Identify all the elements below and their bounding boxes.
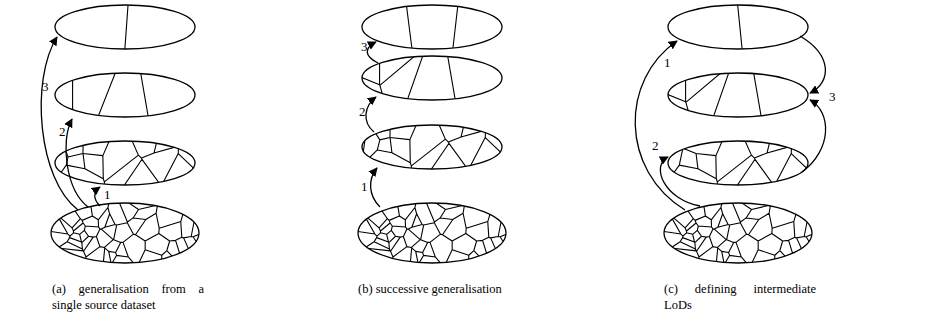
ellipse-outline xyxy=(51,203,199,263)
ellipse-outline xyxy=(664,203,812,263)
step-number: 1 xyxy=(104,188,111,201)
ellipse-outline xyxy=(668,73,808,117)
region-boundaries xyxy=(663,136,813,190)
lod-ellipse xyxy=(353,198,511,268)
region-boundaries xyxy=(663,68,762,122)
arrow xyxy=(635,41,685,210)
ellipse-outline xyxy=(358,203,506,263)
arrow xyxy=(66,119,88,207)
arrow xyxy=(367,42,378,63)
arrow xyxy=(802,100,826,172)
step-number: 2 xyxy=(652,139,659,152)
arrow xyxy=(800,36,825,93)
lod-ellipse xyxy=(55,68,195,122)
arrow xyxy=(41,37,78,210)
arrow xyxy=(95,187,100,206)
lod-ellipse xyxy=(668,0,808,54)
lod-ellipse xyxy=(663,136,813,190)
lod-ellipse xyxy=(357,120,507,174)
lod-ellipse xyxy=(46,198,204,268)
arrow xyxy=(366,97,376,132)
lod-ellipse xyxy=(663,68,808,122)
region-boundaries xyxy=(357,120,507,174)
step-number: 1 xyxy=(664,56,671,69)
ellipse-outline xyxy=(362,125,502,169)
ellipse-outline xyxy=(362,5,502,49)
ellipse-outline xyxy=(668,141,808,185)
lod-ellipses xyxy=(46,0,817,268)
step-number: 1 xyxy=(361,180,368,193)
ellipse-outline xyxy=(362,56,502,100)
arrow xyxy=(371,168,380,207)
subfigure-caption: (c) defining intermediate LoDs xyxy=(664,282,816,313)
generalisation-arrows xyxy=(41,36,825,210)
step-number: 2 xyxy=(359,105,366,118)
region-boundaries xyxy=(50,136,200,190)
step-number: 3 xyxy=(361,40,368,53)
step-number: 3 xyxy=(42,80,49,93)
ellipse-outline xyxy=(55,73,195,117)
ellipse-outline xyxy=(668,5,808,49)
region-boundaries xyxy=(406,0,459,54)
region-boundaries xyxy=(73,68,150,122)
region-boundaries xyxy=(46,198,204,268)
step-number: 2 xyxy=(59,125,66,138)
arrow xyxy=(660,157,700,206)
lod-ellipse xyxy=(357,51,502,105)
lod-ellipse xyxy=(55,0,195,54)
lod-ellipse xyxy=(362,0,502,54)
ellipse-outline xyxy=(55,5,195,49)
region-boundaries xyxy=(353,198,511,268)
ellipse-outline xyxy=(55,141,195,185)
region-boundaries xyxy=(737,0,742,54)
lod-ellipse xyxy=(50,136,200,190)
subfigure-caption: (b) successive generalisation xyxy=(358,282,510,298)
subfigure-caption: (a) generalisation from a single source … xyxy=(52,282,204,313)
step-number: 3 xyxy=(829,90,836,103)
region-boundaries xyxy=(125,0,129,54)
